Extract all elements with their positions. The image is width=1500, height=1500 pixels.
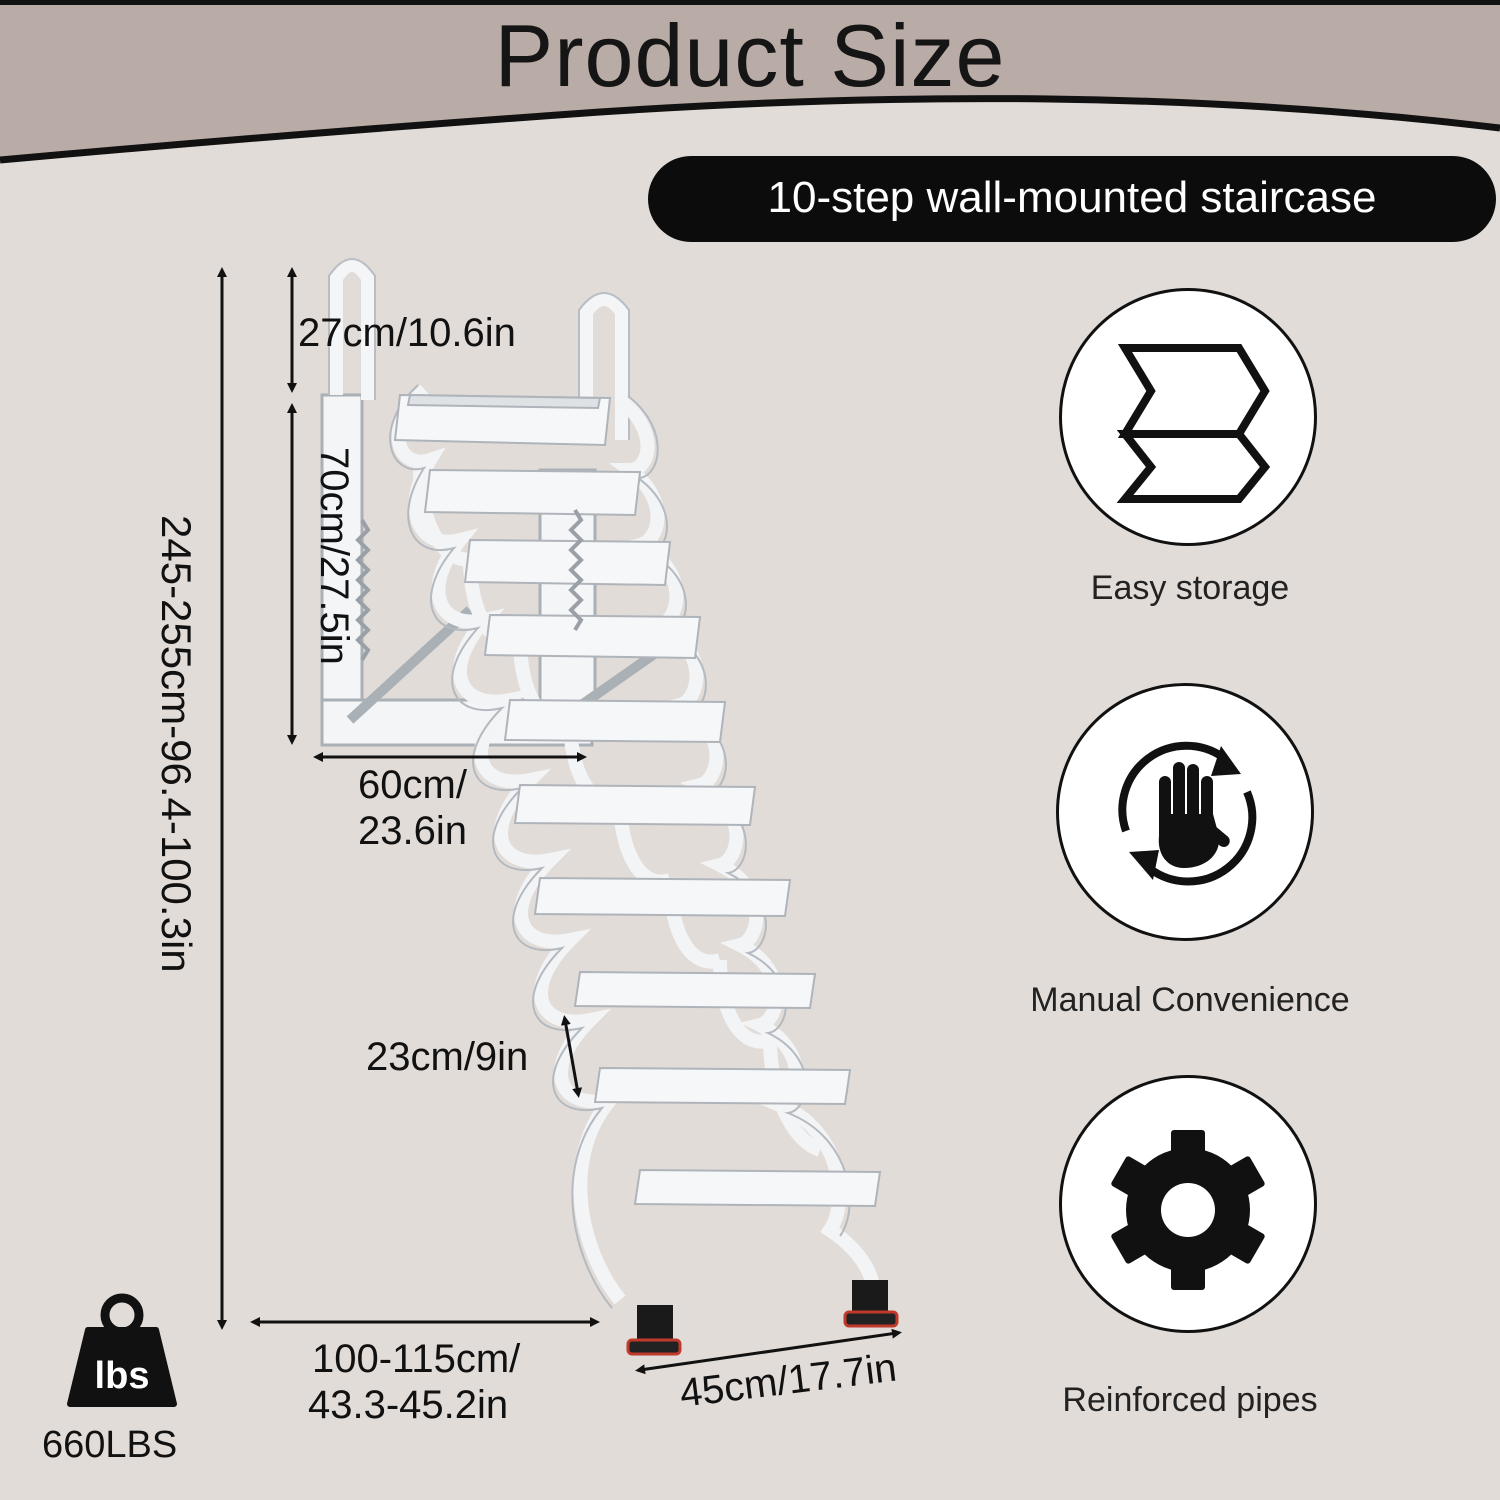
weight-capacity-label: 660LBS [42,1424,178,1466]
ladder-steps [393,393,882,1208]
ladder-feet [626,1280,899,1356]
subtitle-pill: 10-step wall-mounted staircase [648,156,1496,242]
reinforced-pipes-badge [1059,1075,1317,1333]
handrail-height-label: 27cm/10.6in [298,311,516,355]
folding-icon [1116,344,1271,503]
reinforced-pipes-label: Reinforced pipes [1062,1381,1318,1419]
weight-icon-text: lbs [95,1355,150,1397]
extended-depth-label-1: 100-115cm/ [312,1337,521,1381]
manual-convenience-label: Manual Convenience [1030,981,1350,1019]
scissor-links [391,384,880,1305]
springs [355,508,584,662]
step-spacing-label: 23cm/9in [366,1035,529,1079]
dimension-arrows [217,267,902,1375]
hand-rotate-icon [1118,741,1257,886]
extended-depth-label-2: 43.3-45.2in [308,1383,509,1427]
folded-depth-label-2: 23.6in [358,809,467,853]
folded-depth-label-1: 60cm/ [358,763,467,807]
gear-icon [1111,1130,1265,1290]
total-height-label: 245-255cm-96.4-100.3in [153,515,200,973]
folded-height-label: 70cm/27.5in [312,447,356,665]
easy-storage-badge [1059,288,1317,546]
weight-icon: lbs [67,1293,177,1407]
page-title: Product Size [494,6,1006,105]
title-banner [0,0,1500,164]
manual-convenience-badge [1056,683,1314,941]
handrails [329,258,629,440]
easy-storage-label: Easy storage [1090,569,1290,607]
